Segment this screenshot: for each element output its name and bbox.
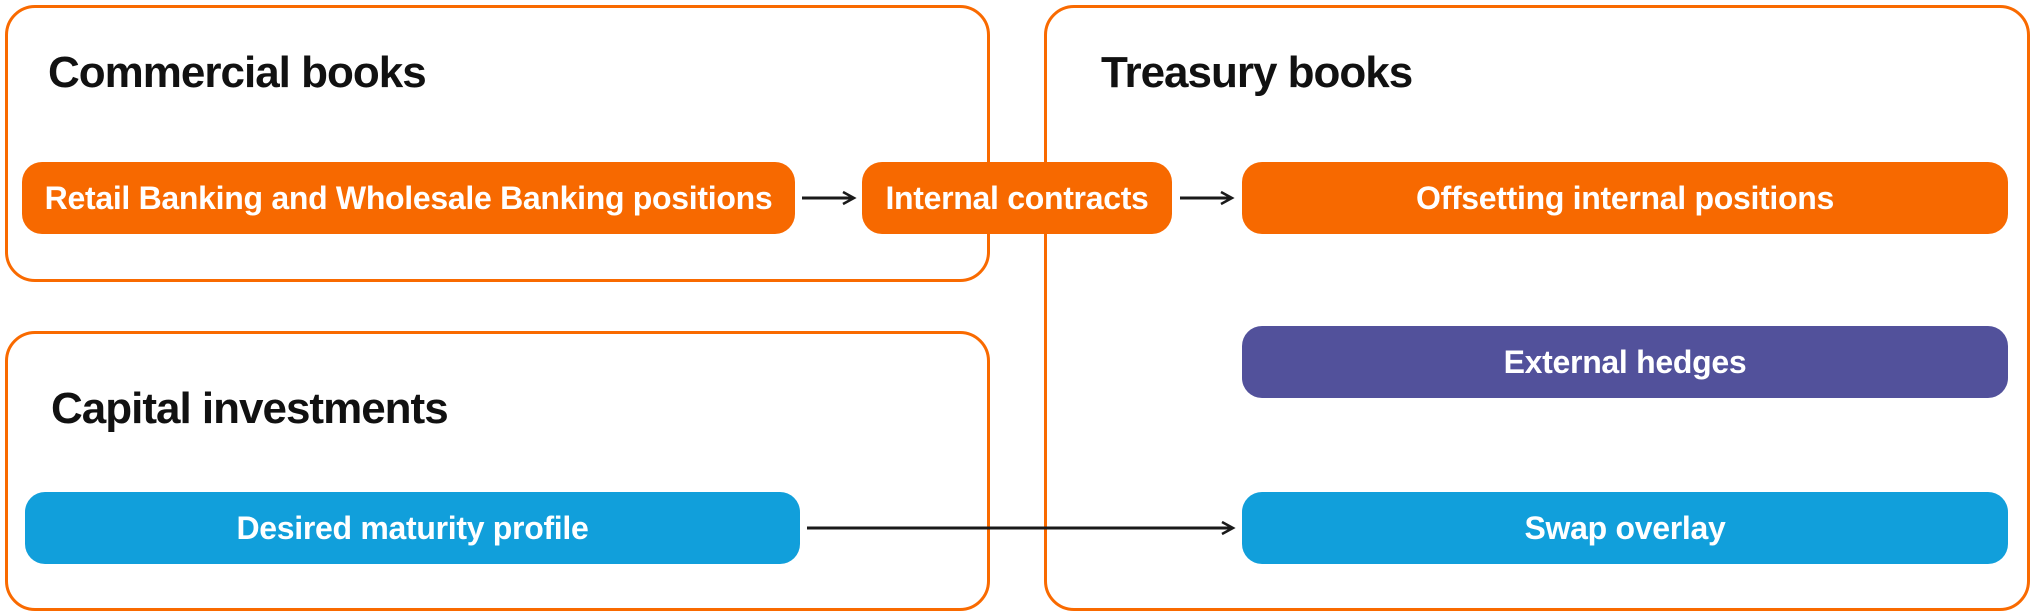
panel-title-treasury-books: Treasury books (1101, 48, 1413, 97)
panel-treasury-books: Treasury books (1044, 5, 2030, 611)
panel-commercial-books: Commercial books (5, 5, 990, 282)
node-external-hedges: External hedges (1242, 326, 2008, 398)
node-label-internal-contracts: Internal contracts (885, 179, 1149, 216)
node-label-desired-maturity-profile: Desired maturity profile (236, 509, 589, 546)
node-label-retail-wholesale-positions: Retail Banking and Wholesale Banking pos… (44, 179, 773, 216)
node-label-external-hedges: External hedges (1503, 343, 1747, 380)
node-label-offsetting-internal-positions: Offsetting internal positions (1416, 179, 1834, 216)
panel-title-commercial-books: Commercial books (48, 48, 427, 97)
node-desired-maturity-profile: Desired maturity profile (25, 492, 800, 564)
node-offsetting-internal-positions: Offsetting internal positions (1242, 162, 2008, 234)
node-swap-overlay: Swap overlay (1242, 492, 2008, 564)
node-retail-wholesale-positions: Retail Banking and Wholesale Banking pos… (22, 162, 795, 234)
panel-capital-investments: Capital investments (5, 331, 990, 611)
node-label-swap-overlay: Swap overlay (1524, 509, 1726, 546)
panel-title-capital-investments: Capital investments (51, 384, 449, 433)
node-internal-contracts: Internal contracts (862, 162, 1172, 234)
